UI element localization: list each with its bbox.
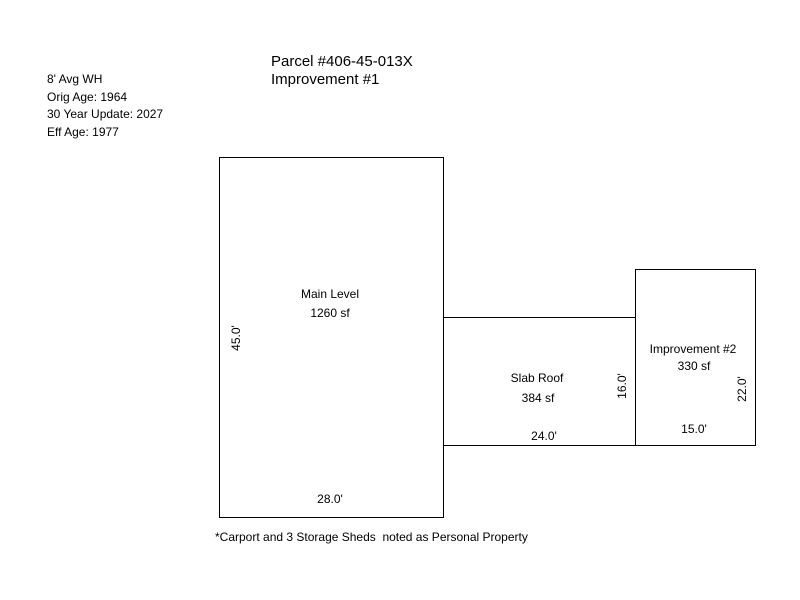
- main-level-area: [219, 157, 444, 518]
- improvement-2-depth: 22.0': [735, 376, 749, 402]
- main-level-depth: 45.0': [229, 325, 243, 351]
- slab-roof-width: 24.0': [531, 429, 557, 443]
- improvement-2-sf: 330 sf: [677, 359, 711, 373]
- wall-height-text: 8' Avg WH: [47, 72, 103, 86]
- eff-age-text: Eff Age: 1977: [47, 124, 119, 139]
- orig-age-text: Orig Age: 1964: [47, 89, 128, 104]
- slab-roof-depth: 16.0': [615, 373, 629, 399]
- personal-property-note: *Carport and 3 Storage Sheds noted as Pe…: [215, 530, 528, 544]
- property-info: 8' Avg WH Orig Age: 1964 30 Year Update:…: [47, 71, 163, 141]
- main-level-width: 28.0': [317, 492, 343, 506]
- main-level-name: Main Level: [300, 287, 360, 301]
- improvement-label: Improvement #1: [271, 71, 380, 88]
- update-text: 30 Year Update: 2027: [47, 107, 164, 121]
- improvement-2-name: Improvement #2: [649, 342, 737, 356]
- sketch-title: Parcel #406-45-013X Improvement #1: [271, 53, 413, 89]
- improvement-2-width: 15.0': [681, 422, 707, 436]
- slab-roof-sf: 384 sf: [521, 391, 555, 405]
- parcel-number: Parcel #406-45-013X: [271, 53, 413, 70]
- improvement-2-area: [635, 269, 756, 446]
- main-level-sf: 1260 sf: [310, 306, 350, 320]
- slab-roof-name: Slab Roof: [510, 371, 564, 385]
